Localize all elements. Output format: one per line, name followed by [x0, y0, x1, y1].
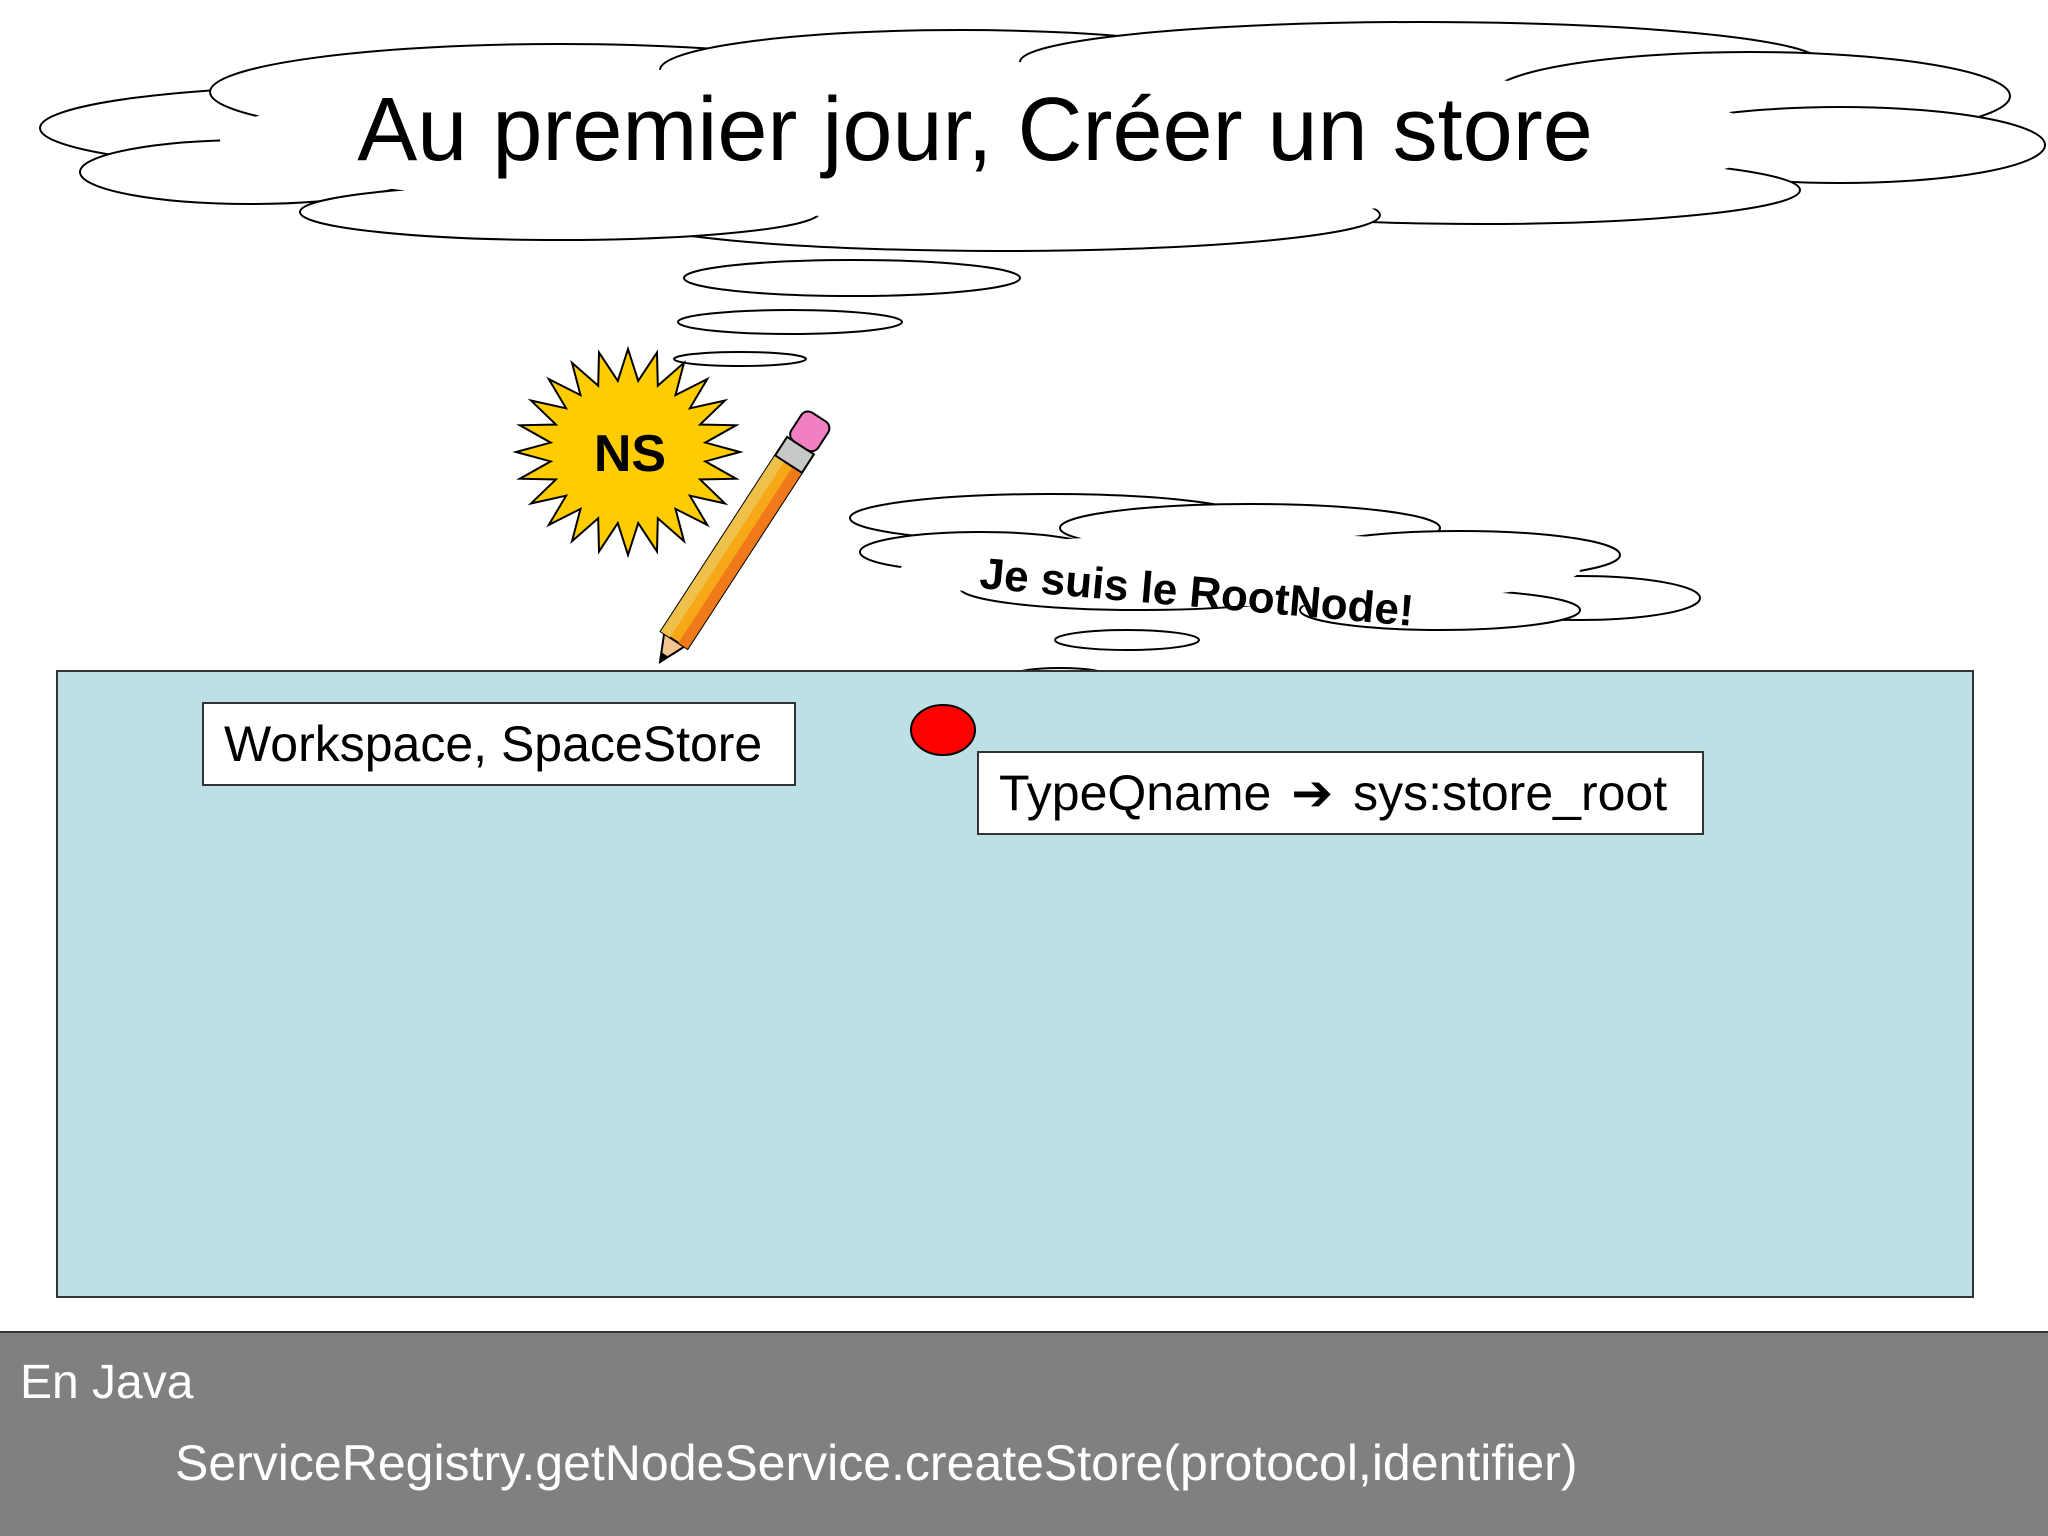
- red-circle-icon: [910, 704, 976, 756]
- code-panel: En Java ServiceRegistry.getNodeService.c…: [0, 1331, 2048, 1536]
- title-cloud-bubbles: [673, 259, 1021, 367]
- type-qname-value: sys:store_root: [1353, 765, 1668, 821]
- starburst-icon: [512, 345, 744, 559]
- store-ref-label: Workspace, SpaceStore: [202, 702, 796, 786]
- namespace-badge-label: NS: [593, 425, 667, 483]
- arrow-icon: ➔: [1291, 765, 1334, 821]
- type-qname-prefix: TypeQname: [999, 765, 1272, 821]
- code-line: ServiceRegistry.getNodeService.createSto…: [175, 1435, 1578, 1491]
- type-qname-label: TypeQname ➔ sys:store_root: [977, 751, 1704, 835]
- page-title: Au premier jour, Créer un store: [357, 80, 1593, 180]
- title-cloud: [39, 21, 2046, 252]
- rootnode-thought-cloud: [849, 493, 1701, 631]
- pencil-icon: [658, 410, 831, 665]
- code-language-label: En Java: [20, 1356, 194, 1409]
